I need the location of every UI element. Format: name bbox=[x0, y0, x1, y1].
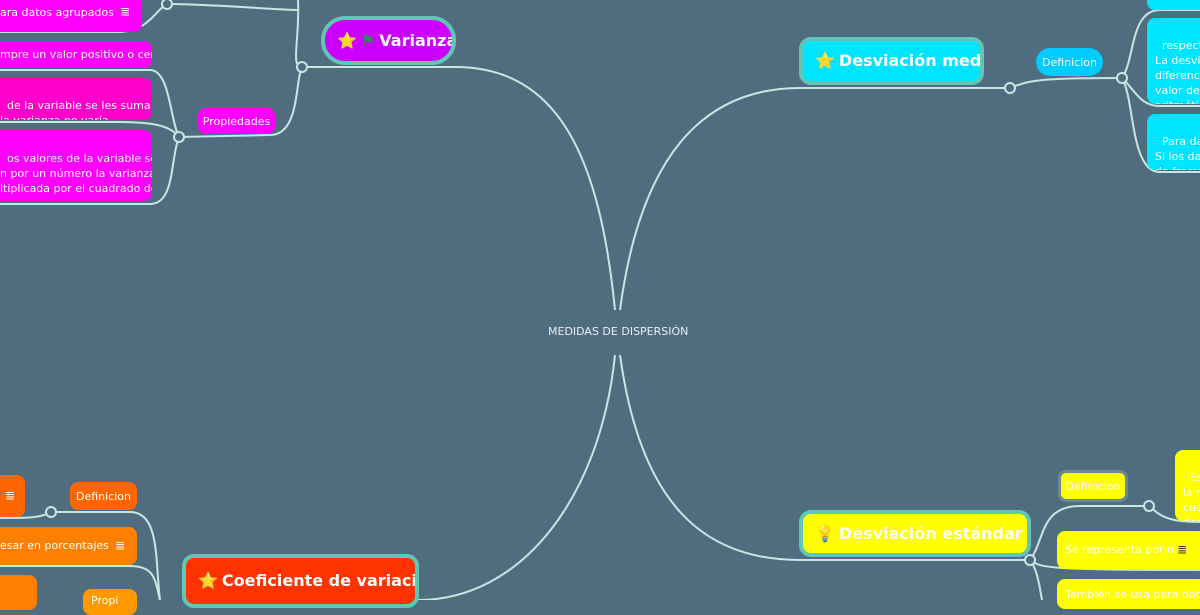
notes-icon[interactable]: ≣ bbox=[119, 4, 130, 19]
collapse-knob[interactable] bbox=[45, 506, 57, 518]
star-icon: ⭐ bbox=[815, 51, 835, 70]
star-icon: ⭐ bbox=[337, 30, 357, 50]
varianza-prop-3[interactable]: os valores de la variable se n por un nú… bbox=[0, 130, 152, 201]
coeficiente-box-bottom[interactable] bbox=[0, 575, 37, 610]
desviacion-media-box-2[interactable]: Para dato Si los dat de frecue bbox=[1147, 114, 1200, 170]
desviacion-estandar-representa[interactable]: Se representa por σ. ≣ bbox=[1057, 531, 1200, 569]
topic-desviacion-estandar[interactable]: 💡 Desviación estándar bbox=[799, 510, 1031, 557]
desviacion-media-definicion[interactable]: Definicion bbox=[1036, 48, 1103, 76]
coeficiente-definicion[interactable]: Definicion bbox=[70, 482, 137, 510]
connector-lines bbox=[0, 0, 1200, 600]
desviacion-media-box-top[interactable] bbox=[1147, 0, 1200, 10]
star-icon: ⭐ bbox=[198, 571, 218, 590]
topic-varianza[interactable]: ⭐ ⚑ Varianza bbox=[321, 16, 456, 65]
collapse-knob[interactable] bbox=[161, 0, 173, 10]
varianza-prop-1[interactable]: mpre un valor positivo o cero bbox=[0, 41, 152, 68]
topic-desviacion-media[interactable]: ⭐ Desviación media bbox=[799, 37, 984, 85]
notes-icon[interactable]: ≣ bbox=[1176, 542, 1187, 557]
collapse-knob[interactable] bbox=[1143, 500, 1155, 512]
collapse-knob[interactable] bbox=[1004, 82, 1016, 94]
varianza-propiedades[interactable]: Propiedades bbox=[198, 108, 275, 134]
coeficiente-porcentajes[interactable]: esar en porcentajes ≣ bbox=[0, 527, 137, 565]
collapse-knob[interactable] bbox=[1116, 72, 1128, 84]
coeficiente-def-box[interactable]: ≣ bbox=[0, 475, 25, 517]
varianza-note[interactable]: ara datos agrupados ≣ bbox=[0, 0, 142, 32]
collapse-knob[interactable] bbox=[296, 61, 308, 73]
notes-icon[interactable]: ≣ bbox=[114, 538, 125, 553]
desviacion-media-box-1[interactable]: respecto La desvia diferenci valor de l … bbox=[1147, 18, 1200, 104]
coeficiente-propiedades[interactable]: Propi bbox=[83, 589, 137, 615]
flag-icon: ⚑ bbox=[360, 30, 376, 50]
collapse-knob[interactable] bbox=[1024, 554, 1036, 566]
notes-icon[interactable]: ≣ bbox=[4, 488, 15, 503]
desviacion-estandar-definicion[interactable]: Definicion bbox=[1058, 470, 1128, 502]
root-topic[interactable]: MEDIDAS DE DISPERSIÓN bbox=[548, 325, 689, 338]
desviacion-estandar-tambien[interactable]: También se usa para datos bbox=[1057, 579, 1200, 609]
lightbulb-icon: 💡 bbox=[815, 523, 835, 543]
collapse-knob[interactable] bbox=[173, 131, 185, 143]
varianza-prop-2[interactable]: de la variable se les suma un la varianz… bbox=[0, 78, 152, 120]
desviacion-estandar-def-box[interactable]: Es l la ra cua des bbox=[1175, 450, 1200, 521]
